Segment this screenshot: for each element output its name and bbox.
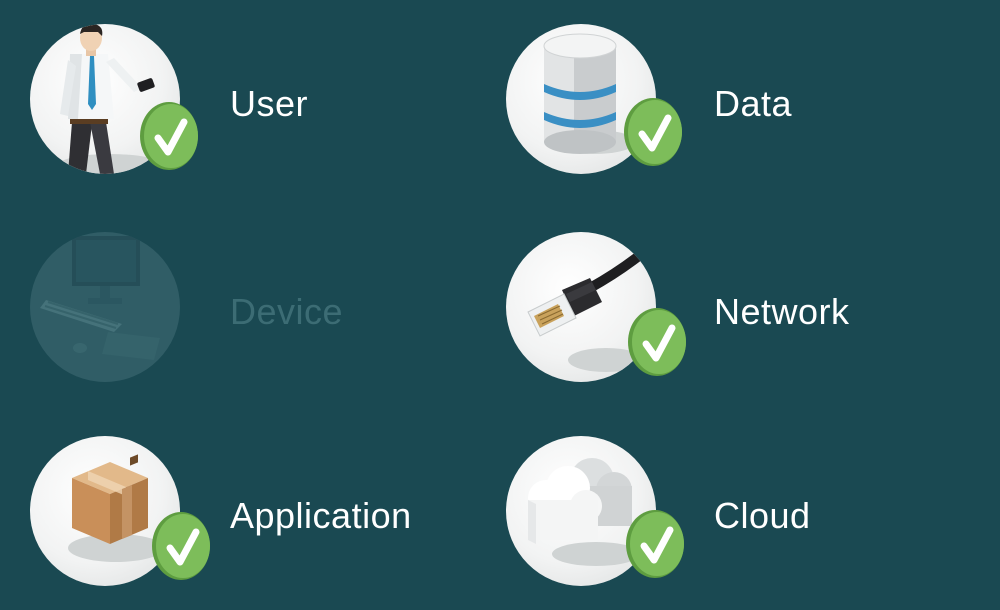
- desktop-computer-icon: [40, 236, 160, 360]
- item-application[interactable]: Application: [30, 436, 470, 596]
- device-disc: [30, 232, 180, 382]
- item-label: User: [230, 83, 309, 124]
- item-user[interactable]: User: [30, 24, 470, 184]
- user-disc: [30, 24, 180, 174]
- item-cloud[interactable]: Cloud: [506, 436, 946, 596]
- cloud-icon: [528, 458, 640, 566]
- checkmark-badge-icon: [628, 308, 686, 376]
- ethernet-cable-icon: [527, 237, 656, 372]
- item-network[interactable]: Network: [506, 232, 946, 392]
- checkmark-badge-icon: [140, 102, 198, 170]
- checkmark-badge-icon: [626, 510, 684, 578]
- item-label: Device: [230, 291, 344, 332]
- item-device[interactable]: Device: [30, 232, 470, 392]
- package-box-icon: [68, 454, 164, 562]
- item-label: Application: [230, 495, 412, 536]
- user-icon: [60, 24, 160, 174]
- checkmark-badge-icon: [152, 512, 210, 580]
- checkmark-badge-icon: [624, 98, 682, 166]
- database-icon: [543, 33, 636, 154]
- item-data[interactable]: Data: [506, 24, 946, 184]
- item-label: Data: [714, 83, 793, 124]
- network-disc: [506, 232, 656, 382]
- item-label: Network: [714, 291, 850, 332]
- item-label: Cloud: [714, 495, 811, 536]
